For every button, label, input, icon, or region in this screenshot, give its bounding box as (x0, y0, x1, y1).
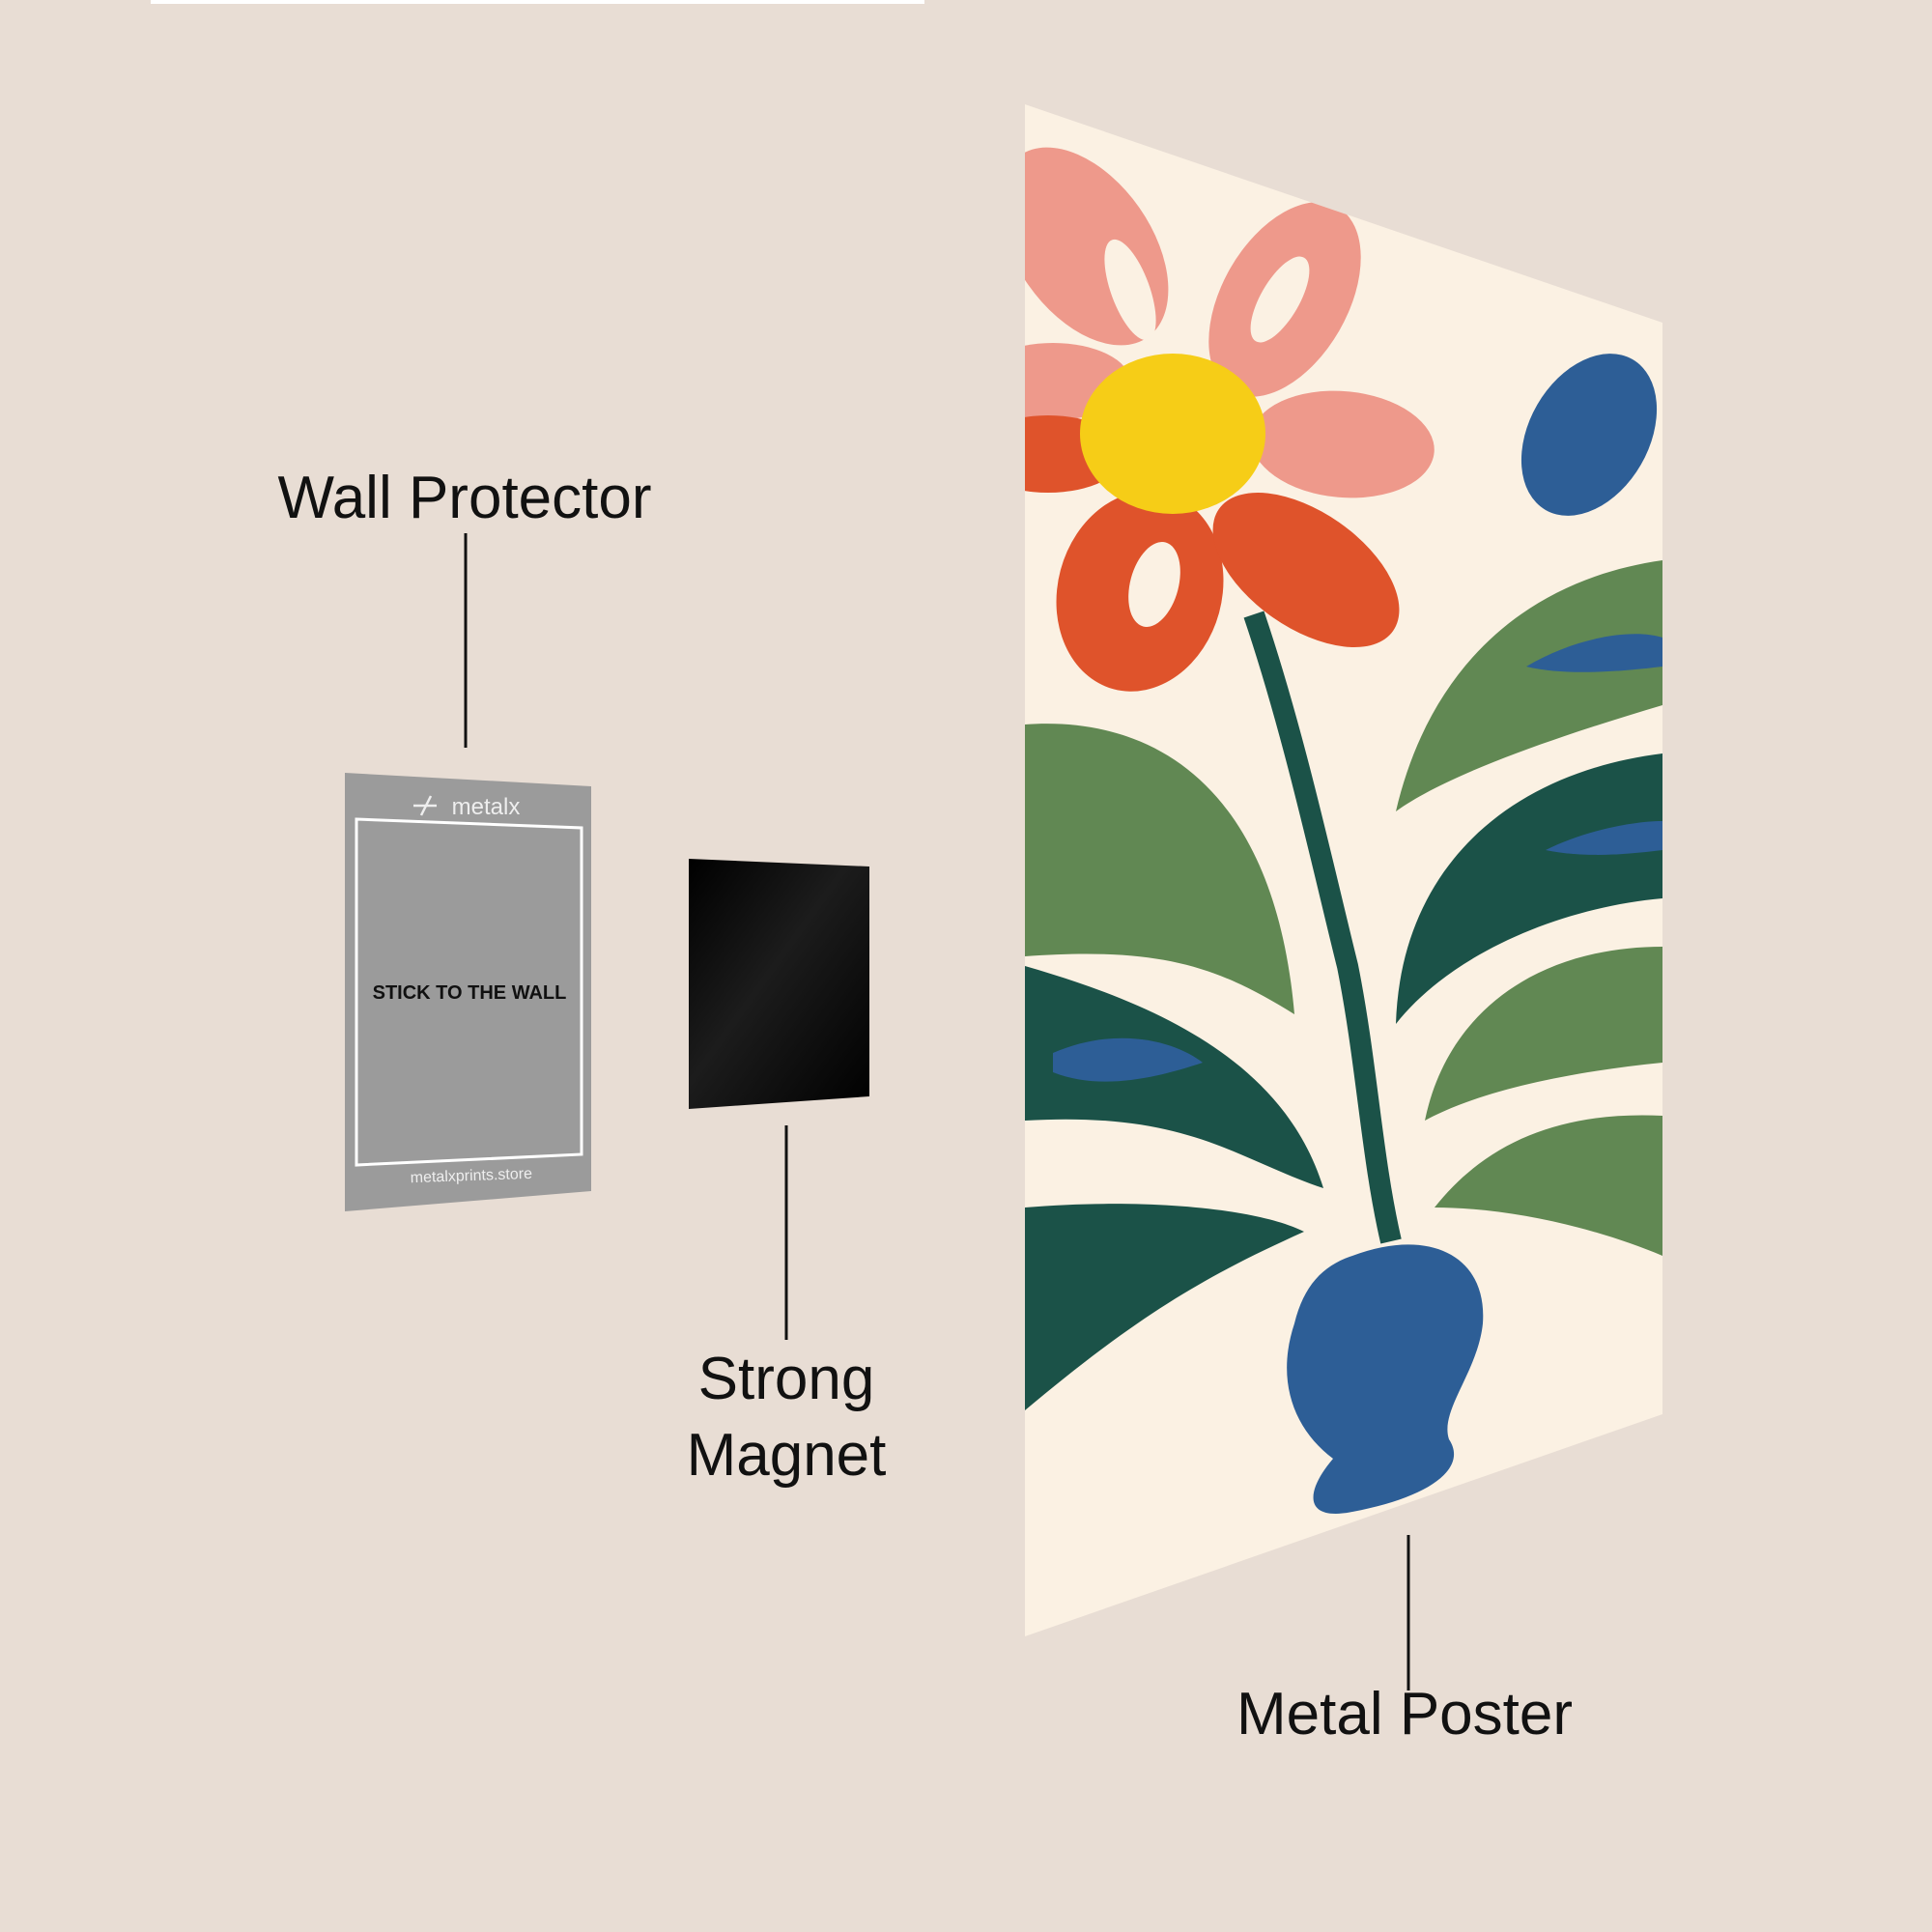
wall-protector-label: Wall Protector (277, 465, 651, 531)
metal-poster-label: Metal Poster (1236, 1681, 1573, 1747)
strong-magnet-label-line1: Strong (698, 1346, 875, 1412)
strong-magnet (689, 859, 869, 1109)
protector-instruction: STICK TO THE WALL (373, 982, 567, 1004)
protector-brand: metalx (452, 794, 521, 820)
flower-center (1080, 354, 1265, 514)
poster-artwork (1025, 147, 1662, 1514)
wall-protector: metalx STICK TO THE WALL metalxprints.st… (345, 773, 591, 1211)
vase (1287, 1244, 1484, 1514)
protector-website: metalxprints.store (410, 1166, 532, 1186)
strong-magnet-label-line2: Magnet (687, 1422, 887, 1489)
top-edge-strip (151, 0, 924, 4)
metalx-logo-icon (413, 795, 437, 816)
metal-poster (1025, 104, 1662, 1636)
